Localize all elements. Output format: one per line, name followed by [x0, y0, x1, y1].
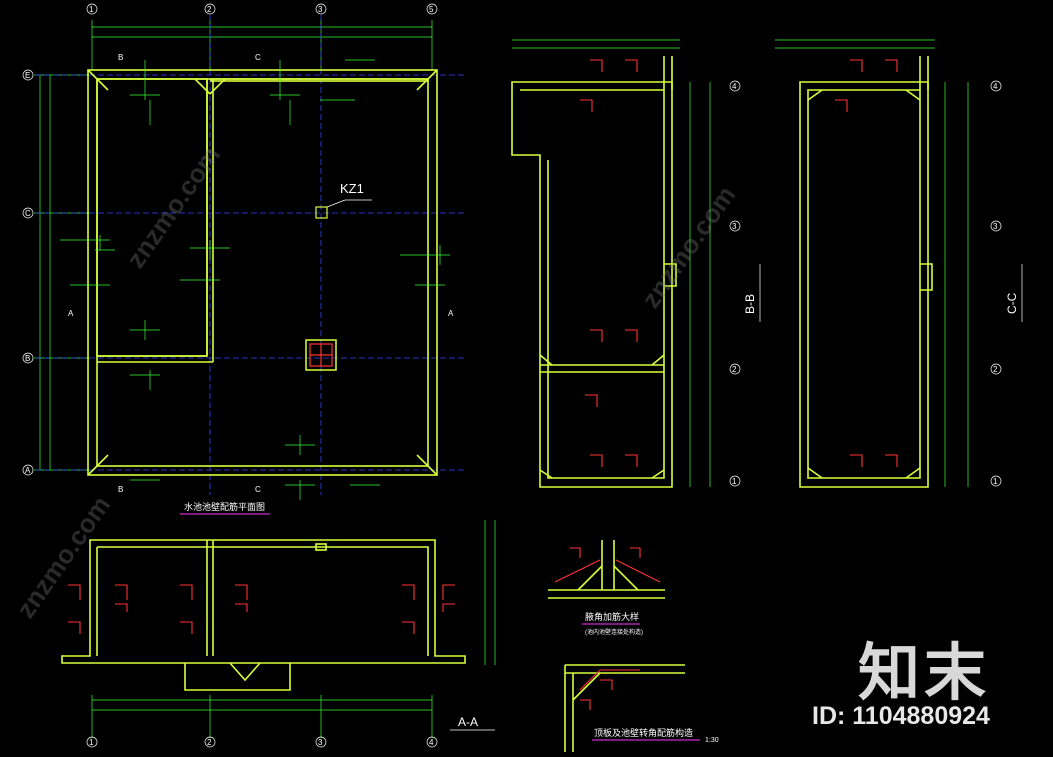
aa-grid-bubble-3: 3 — [318, 738, 323, 747]
section-aa-dimensions — [91, 520, 496, 738]
section-bb-grid-bubbles — [729, 80, 741, 487]
plan-title: 水池池壁配筋平面图 — [184, 501, 265, 513]
watermark-logo: 知末 — [858, 636, 991, 709]
section-mark-b-top: B — [118, 53, 123, 62]
section-bb-walls — [511, 56, 677, 488]
detail-corner: 顶板及池壁转角配筋构造 1:30 — [564, 664, 719, 752]
plan-walls — [87, 69, 438, 476]
section-mark-c-bottom: C — [255, 485, 261, 494]
detail-1-subtitle: (池内池壁连接处构造) — [585, 628, 643, 636]
bb-grid-bubble-4: 4 — [732, 82, 737, 91]
plan-grid-bubbles-top — [86, 3, 438, 15]
detail-2-scale: 1:30 — [705, 737, 719, 744]
grid-bubble-c: C — [25, 209, 31, 218]
aa-grid-bubble-4: 4 — [429, 738, 434, 747]
aa-grid-bubble-1: 1 — [89, 738, 94, 747]
detail-2-title: 顶板及池壁转角配筋构造 — [594, 727, 693, 739]
grid-bubble-a: A — [25, 466, 31, 475]
section-bb-label: B-B — [743, 294, 757, 314]
section-mark-c-top: C — [255, 53, 261, 62]
kz1-column: KZ1 — [315, 181, 372, 219]
section-cc-label: C-C — [1005, 292, 1019, 314]
bb-grid-bubble-3: 3 — [732, 222, 737, 231]
bb-grid-bubble-2: 2 — [732, 365, 737, 374]
kz1-label: KZ1 — [340, 181, 364, 196]
section-mark-a-left: A — [68, 309, 74, 318]
section-aa-walls — [61, 539, 466, 691]
section-aa-rebar — [68, 584, 455, 634]
detail-haunch: 腋角加筋大样 (池内池壁连接处构造) — [548, 540, 665, 636]
grid-bubble-2: 2 — [207, 5, 212, 14]
cc-grid-bubble-4: 4 — [993, 82, 998, 91]
site-watermark-2: znzmo.com — [635, 180, 741, 313]
section-bb-dimensions — [512, 39, 711, 487]
column-section-detail — [305, 339, 337, 371]
section-bb-rebar — [580, 59, 638, 467]
section-cc-rebar — [835, 59, 898, 467]
plan-rebar-annotations — [60, 59, 450, 500]
section-bb-view: 4 3 2 1 B-B — [511, 39, 761, 488]
section-mark-b-bottom: B — [118, 485, 123, 494]
plan-left-dimensions — [34, 74, 90, 471]
watermark-id: ID: 1104880924 — [812, 702, 990, 730]
section-mark-a-right: A — [448, 309, 454, 318]
grid-bubble-b: B — [25, 354, 30, 363]
cc-grid-bubble-1: 1 — [993, 477, 998, 486]
plan-view: KZ1 1 2 3 5 E C B A B C A A B C 水池池壁配筋平面… — [22, 3, 465, 515]
grid-bubble-e: E — [25, 71, 30, 80]
grid-bubble-3: 3 — [318, 5, 323, 14]
detail-1-title: 腋角加筋大样 — [585, 611, 639, 623]
aa-grid-bubble-2: 2 — [207, 738, 212, 747]
section-aa-grid-bubbles — [86, 736, 438, 748]
cc-grid-bubble-3: 3 — [993, 222, 998, 231]
plan-grid-bubbles-left — [22, 69, 34, 476]
section-cc-walls — [799, 56, 933, 488]
site-watermark-3: znzmo.com — [10, 490, 116, 623]
section-cc-view: 4 3 2 1 C-C — [775, 39, 1023, 488]
section-cc-dimensions — [775, 39, 969, 487]
section-aa-label: A-A — [458, 715, 478, 729]
bb-grid-bubble-1: 1 — [732, 477, 737, 486]
plan-top-dimensions — [91, 20, 433, 70]
section-cc-grid-bubbles — [990, 80, 1002, 487]
grid-bubble-5: 5 — [429, 5, 434, 14]
grid-bubble-1: 1 — [89, 5, 94, 14]
section-aa-view: 1 2 3 4 A-A — [61, 520, 496, 748]
cc-grid-bubble-2: 2 — [993, 365, 998, 374]
